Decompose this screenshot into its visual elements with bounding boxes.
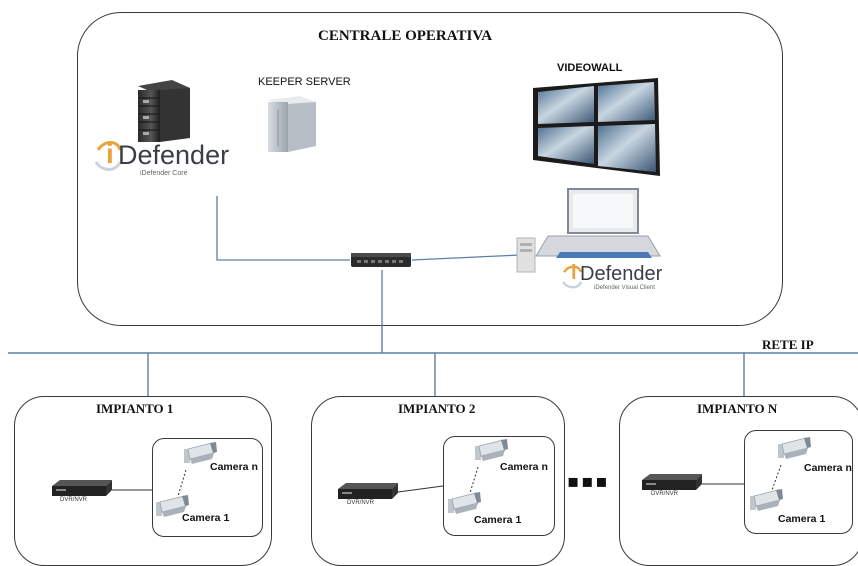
logo-left-word: Defender [118,140,230,170]
central-operations-box [77,12,783,326]
logo-right-word: Defender [580,263,663,285]
dvr-label-n: DVR/NVR [651,491,679,497]
site-box-1 [14,396,272,566]
more-sites-ellipsis: ▪▪▪ [567,471,610,492]
logo-swirl-right-icon [562,265,583,289]
site-title-1: IMPIANTO 1 [96,401,174,416]
idefender-client-logo: i Defender iDefender Visual Client [560,258,690,294]
site-title-n: IMPIANTO N [697,401,778,416]
camera-1-icon-2 [447,491,482,515]
camera-1-label-2: Camera 1 [474,514,522,526]
camera-n-label-2: Camera n [500,461,548,473]
logo-right-subtitle: iDefender Visual Client [594,285,655,291]
dvr-nvr-icon-2 [338,483,398,499]
camera-n-icon-n [777,436,812,460]
camera-n-label-1: Camera n [210,461,258,473]
dvr-label-2: DVR/NVR [347,500,375,506]
logo-left-subtitle: iDefender Core [140,170,188,177]
camera-1-icon-n [749,488,784,512]
videowall-label: VIDEOWALL [557,62,623,74]
dvr-nvr-icon-n [642,474,702,490]
camera-n-label-n: Camera n [804,462,852,474]
logo-swirl-icon [94,141,122,171]
dvr-label-1: DVR/NVR [60,497,88,503]
camera-n-icon-2 [474,438,509,462]
rete-ip-label: RETE IP [762,337,814,352]
keeper-server-label: KEEPER SERVER [258,76,351,88]
central-title: CENTRALE OPERATIVA [318,28,493,44]
site-title-2: IMPIANTO 2 [398,401,476,416]
camera-1-label-n: Camera 1 [778,513,826,525]
logo-right-prefix: i [571,262,577,284]
camera-1-label-1: Camera 1 [182,512,230,524]
logo-left-prefix: i [106,138,114,169]
dvr-nvr-icon-1 [52,480,112,496]
idefender-core-logo: i Defender iDefender Core [92,128,252,178]
